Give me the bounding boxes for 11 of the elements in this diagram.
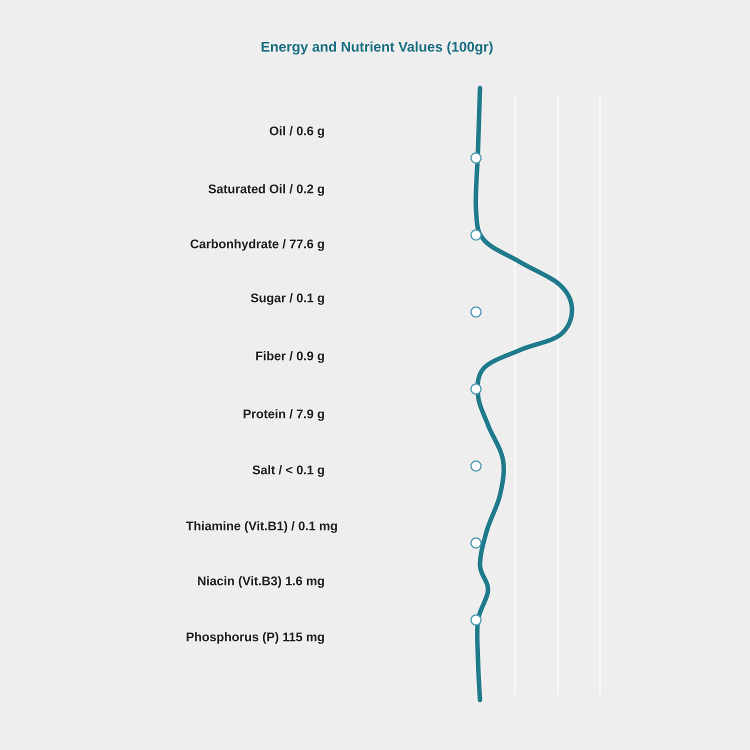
nutrient-label: Carbonhydrate / 77.6 g <box>190 239 324 251</box>
nutrient-label: Niacin (Vit.B3) 1.6 mg <box>198 576 324 588</box>
nutrient-label: Phosphorus (P) 115 mg <box>186 632 324 644</box>
nutrient-label: Thiamine (Vit.B1) / 0.1 mg <box>186 521 337 533</box>
nutrient-label: Protein / 7.9 g <box>244 409 324 421</box>
nutrient-label: Salt / < 0.1 g <box>252 465 324 477</box>
nutrient-label: Saturated Oil / 0.2 g <box>208 184 324 196</box>
nutrient-label: Sugar / 0.1 g <box>250 293 324 305</box>
nutrient-label: Fiber / 0.9 g <box>256 351 324 363</box>
nutrient-label: Oil / 0.6 g <box>270 126 324 138</box>
title: Energy and Nutrient Values (100gr) <box>262 41 493 55</box>
